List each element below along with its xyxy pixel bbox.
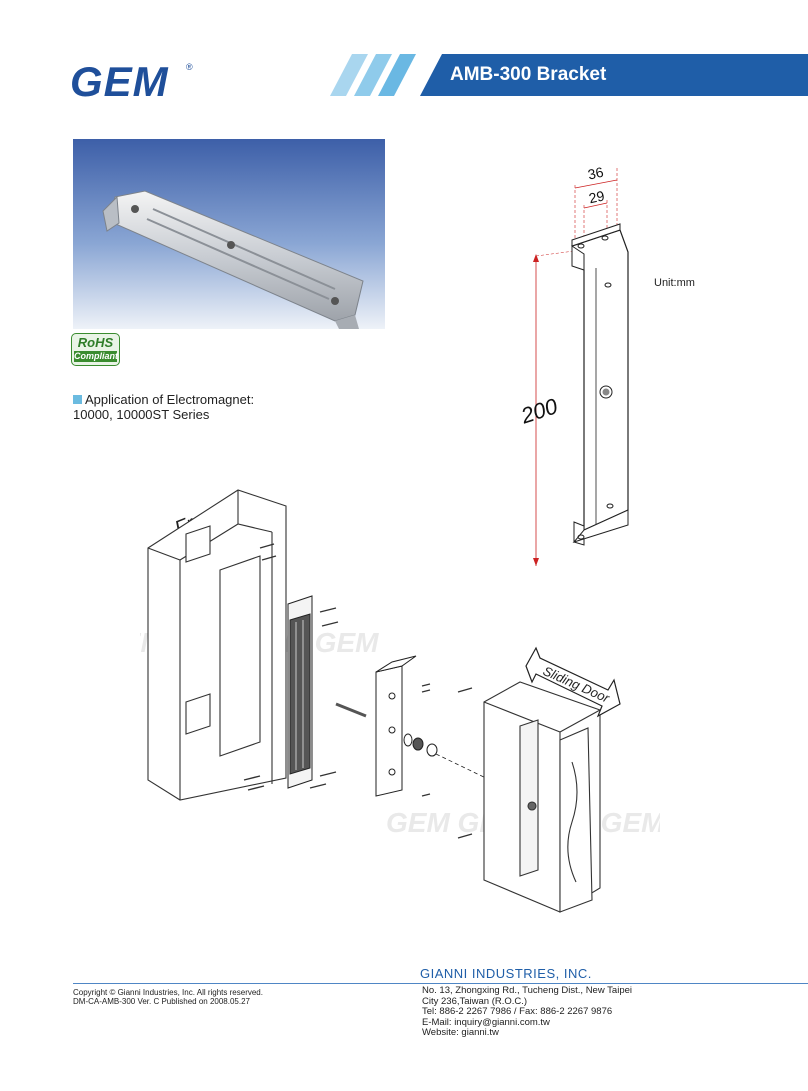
email-link[interactable]: E-Mail: inquiry@gianni.com.tw	[422, 1016, 550, 1028]
stripe-1	[330, 54, 368, 96]
electromagnet	[287, 595, 313, 789]
compliant-label: Compliant	[74, 351, 118, 362]
contact-block: No. 13, Zhongxing Rd., Tucheng Dist., Ne…	[422, 985, 632, 1039]
door-frame	[147, 489, 287, 801]
stripe-3	[378, 54, 416, 96]
footer-divider	[73, 983, 808, 984]
dim-29-line	[583, 202, 608, 209]
gem-logo: GEM	[70, 58, 169, 105]
stripe-2	[354, 54, 392, 96]
rohs-label: RoHS	[77, 335, 114, 350]
dim-200-text: 200	[517, 393, 561, 429]
rohs-badge: RoHS Compliant	[71, 333, 120, 366]
document-reference: DM-CA-AMB-300 Ver. C Published on 2008.0…	[73, 997, 250, 1006]
website-link[interactable]: Website: gianni.tw	[422, 1027, 499, 1038]
armature-plate	[335, 655, 491, 797]
address-line-1: No. 13, Zhongxing Rd., Tucheng Dist., Ne…	[422, 985, 632, 996]
dim-36-line	[574, 179, 618, 189]
application-note: Application of Electromagnet: 10000, 100…	[73, 392, 254, 422]
copyright-block: Copyright © Gianni Industries, Inc. All …	[73, 988, 263, 1006]
dim-29-text: 29	[587, 187, 606, 206]
application-models: 10000, 10000ST Series	[73, 407, 210, 422]
dim-36-text: 36	[586, 164, 605, 183]
company-name: GIANNI INDUSTRIES, INC.	[420, 966, 592, 981]
title-banner	[420, 54, 808, 96]
assembly-drawing: GEM GEM GEM GEM GEM GEM GEM GEM Frame	[140, 489, 660, 913]
page-title: AMB-300 Bracket	[450, 64, 607, 85]
sliding-door-arrow	[525, 646, 621, 718]
phone-fax: Tel: 886-2 2267 7986 / Fax: 886-2 2267 9…	[422, 1006, 613, 1017]
registered-mark: ®	[186, 62, 193, 72]
copyright-text: Copyright © Gianni Industries, Inc. All …	[73, 988, 263, 997]
door-bracket-assembly	[483, 681, 601, 913]
application-heading: Application of Electromagnet:	[85, 392, 255, 407]
screws	[243, 543, 473, 839]
banner-stripes	[330, 54, 416, 96]
bullet-square-icon	[73, 395, 82, 404]
bracket-dimension-drawing: 36 29 200	[517, 164, 629, 566]
unit-label: Unit:mm	[654, 277, 695, 289]
bracket-photo	[73, 139, 385, 329]
address-line-2: City 236,Taiwan (R.O.C.)	[422, 995, 528, 1007]
